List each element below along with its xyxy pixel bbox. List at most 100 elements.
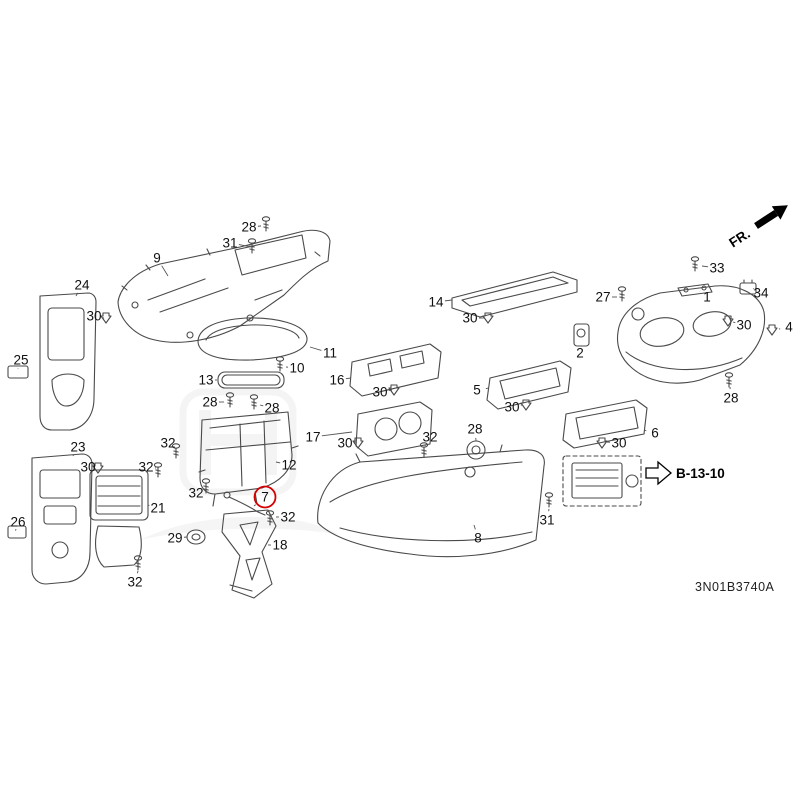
part-25-cap [7, 365, 29, 379]
leader-line [424, 444, 427, 447]
callout-30[interactable]: 30 [86, 309, 101, 324]
part-17-cup-holder [355, 401, 433, 457]
callout-28[interactable]: 28 [723, 391, 738, 406]
callout-4[interactable]: 4 [785, 320, 793, 335]
part-29-grommet [186, 529, 206, 545]
callout-16[interactable]: 16 [329, 373, 344, 388]
leader-line [275, 461, 281, 464]
highlight-circle [253, 485, 277, 509]
callout-32[interactable]: 32 [188, 486, 203, 501]
callout-17[interactable]: 17 [305, 430, 320, 445]
leader-line [259, 404, 264, 407]
leader-line [253, 504, 256, 507]
callout-5[interactable]: 5 [473, 383, 481, 398]
leader-line [473, 524, 476, 530]
callout-30[interactable]: 30 [80, 460, 95, 475]
callout-32[interactable]: 32 [280, 510, 295, 525]
callout-12[interactable]: 12 [281, 458, 296, 473]
part-18-bracket [221, 509, 277, 599]
part-26-cap [7, 525, 27, 539]
callout-32[interactable]: 32 [160, 436, 175, 451]
part-14-tray [451, 271, 578, 318]
callout-9[interactable]: 9 [153, 251, 161, 266]
callout-32[interactable]: 32 [138, 460, 153, 475]
part-23-front-trim-lower [31, 453, 93, 585]
callout-8[interactable]: 8 [474, 531, 482, 546]
leader-line [345, 377, 352, 380]
callout-31[interactable]: 31 [539, 513, 554, 528]
leader-line [732, 321, 736, 324]
callout-30[interactable]: 30 [736, 318, 751, 333]
callout-28[interactable]: 28 [467, 422, 482, 437]
parts-line-art [7, 216, 778, 599]
leader-line [321, 431, 353, 437]
reference-arrow-icon [645, 460, 673, 486]
part-21-vent-assembly [89, 469, 149, 568]
leader-line [238, 244, 253, 248]
part-16-bracket [349, 343, 442, 397]
module-b-13-10 [562, 455, 642, 507]
callout-11[interactable]: 11 [323, 346, 337, 361]
callout-21[interactable]: 21 [150, 501, 165, 516]
part-11-armrest-lid [197, 317, 308, 361]
callout-31[interactable]: 31 [222, 236, 237, 251]
callout-13[interactable]: 13 [198, 373, 213, 388]
callout-28[interactable]: 28 [264, 401, 279, 416]
reference-label[interactable]: B-13-10 [676, 466, 725, 481]
callout-33[interactable]: 33 [709, 261, 724, 276]
callout-2[interactable]: 2 [576, 346, 584, 361]
callout-26[interactable]: 26 [10, 515, 25, 530]
part-5-frame [486, 360, 572, 410]
part-9-console-frame [117, 229, 331, 343]
callout-24[interactable]: 24 [74, 278, 90, 293]
leader-line [75, 292, 79, 297]
part-7-lock-rod [223, 491, 266, 516]
fr-direction-indicator: FR. [726, 205, 788, 250]
fr-arrow-icon [754, 205, 788, 229]
callout-30[interactable]: 30 [372, 385, 387, 400]
leader-line [485, 387, 490, 389]
callout-1[interactable]: 1 [703, 290, 711, 305]
part-34-connector [739, 279, 757, 295]
callout-layer: 28 31 9 24 30 25 14 30 33 27 1 34 2 30 4 28 11 10 13 16 30 5 3… [10, 220, 793, 590]
callout-34[interactable]: 34 [753, 286, 769, 301]
callout-30[interactable]: 30 [504, 400, 519, 415]
leader-line [136, 570, 139, 574]
part-2-latch [573, 323, 590, 347]
leader-line [309, 346, 322, 351]
callout-30[interactable]: 30 [462, 311, 477, 326]
callout-25[interactable]: 25 [13, 353, 28, 368]
part-6-tray [562, 399, 648, 449]
leader-line [72, 454, 75, 457]
callout-28[interactable]: 28 [241, 220, 256, 235]
callout-32[interactable]: 32 [422, 430, 437, 445]
diagram-code: 3N01B3740A [695, 580, 775, 594]
part-1-bracket [677, 283, 713, 297]
callout-14[interactable]: 14 [428, 295, 444, 310]
callout-32[interactable]: 32 [127, 575, 142, 590]
part-12-console-box [198, 411, 299, 507]
honda-logo-watermark [140, 388, 340, 540]
callout-18[interactable]: 18 [272, 538, 287, 553]
callout-27[interactable]: 27 [595, 290, 610, 305]
reference-b-13-10[interactable]: B-13-10 [645, 460, 725, 486]
callout-28[interactable]: 28 [202, 395, 217, 410]
leader-line [161, 265, 169, 277]
fr-label: FR. [726, 226, 752, 250]
leader-line [444, 299, 453, 302]
leader-line [643, 429, 647, 432]
part-24-front-trim [39, 292, 97, 431]
leader-line [701, 265, 709, 268]
callout-6[interactable]: 6 [651, 426, 659, 441]
callout-29[interactable]: 29 [167, 531, 182, 546]
part-13-seal [217, 371, 285, 389]
leader-line [388, 389, 393, 391]
callout-23[interactable]: 23 [70, 440, 85, 455]
callout-10[interactable]: 10 [289, 361, 304, 376]
callout-7[interactable]: 7 [261, 490, 269, 505]
part-housing-rear [616, 285, 766, 384]
callout-30[interactable]: 30 [337, 436, 352, 451]
callout-30[interactable]: 30 [611, 436, 626, 451]
